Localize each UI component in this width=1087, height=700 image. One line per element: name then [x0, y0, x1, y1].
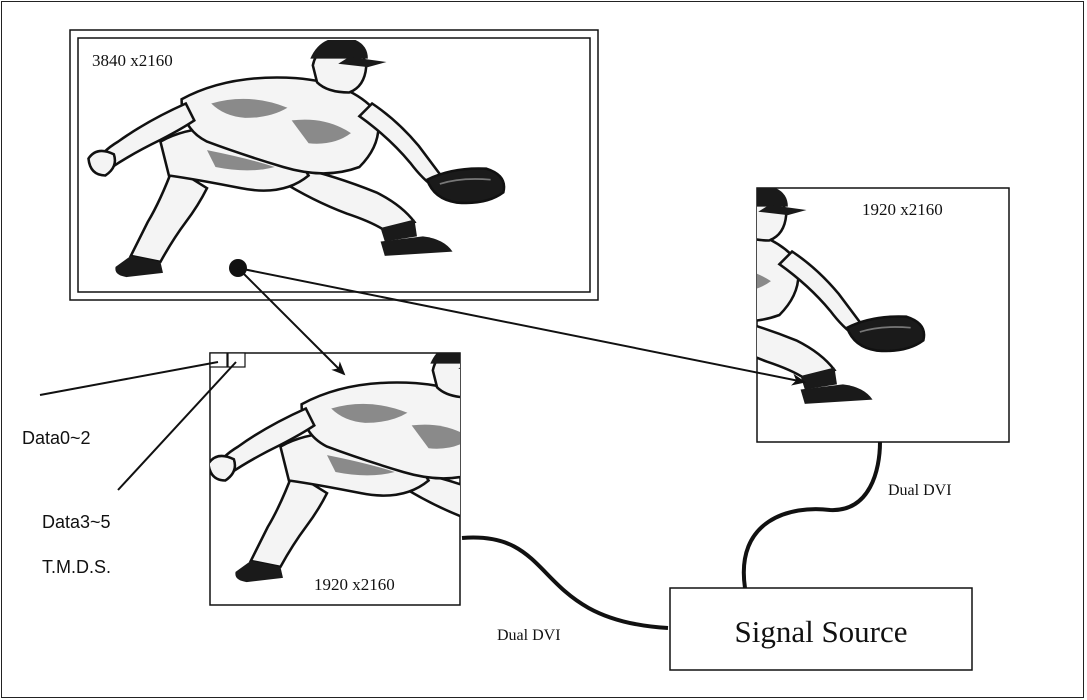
leader-data3-5	[117, 361, 237, 491]
pixel-box-1	[227, 352, 246, 368]
label-dual-dvi-right: Dual DVI	[888, 482, 952, 499]
label-data3-5: Data3~5	[42, 512, 111, 532]
left-half-panel: 1920 x2160	[209, 352, 461, 606]
right-half-panel: 1920 x2160	[756, 187, 1010, 443]
label-dual-dvi-left: Dual DVI	[497, 627, 561, 644]
signal-source-box	[669, 587, 973, 671]
label-tmds: T.M.D.S.	[42, 557, 111, 577]
pixel-box-0	[209, 352, 228, 368]
left-panel-resolution: 1920 x2160	[314, 575, 395, 594]
signal-source-label: Signal Source	[734, 614, 907, 649]
cable-right-dual-dvi	[741, 441, 882, 589]
arrow-to-left-panel	[237, 267, 346, 376]
right-panel-resolution: 1920 x2160	[862, 200, 943, 219]
cable-left-dual-dvi	[461, 535, 669, 630]
full-panel-resolution: 3840 x2160	[92, 51, 173, 70]
full-resolution-panel: 3840 x2160	[69, 29, 599, 301]
arrow-to-right-panel	[237, 267, 806, 386]
label-data0-2: Data0~2	[22, 428, 91, 448]
leader-data0-2	[39, 361, 219, 396]
right-panel-frame	[756, 187, 1010, 443]
